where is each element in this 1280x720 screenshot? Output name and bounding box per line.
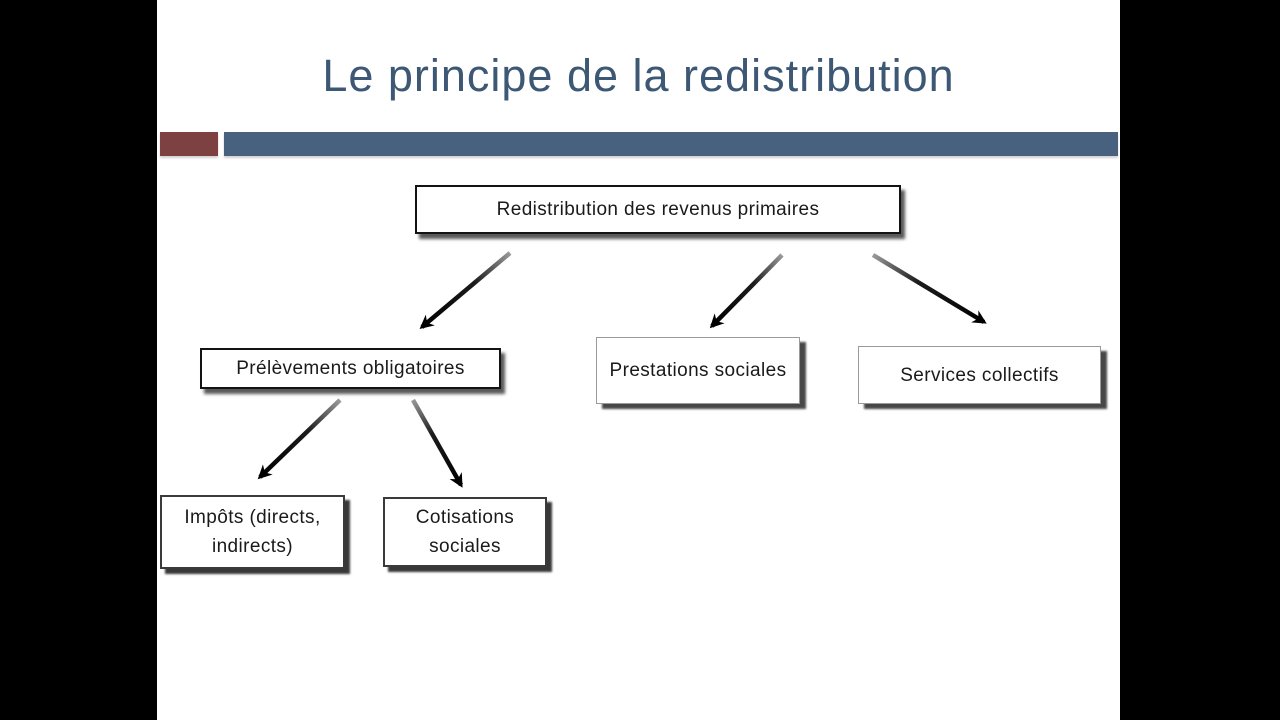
node-impots-directs-indirects: Impôts (directs, indirects): [160, 495, 345, 569]
letterbox-right: [1120, 0, 1280, 720]
slide-title: Le principe de la redistribution: [322, 50, 955, 101]
node-cotisations-sociales: Cotisations sociales: [383, 497, 547, 567]
node-redistribution-revenus-primaires: Redistribution des revenus primaires: [415, 185, 901, 234]
node-prestations-sociales: Prestations sociales: [596, 337, 800, 404]
accent-bar-blue: [224, 132, 1118, 156]
accent-square-maroon: [160, 132, 218, 156]
letterbox-left: [0, 0, 157, 720]
node-services-collectifs: Services collectifs: [858, 346, 1101, 404]
node-prelevements-obligatoires: Prélèvements obligatoires: [200, 348, 501, 389]
